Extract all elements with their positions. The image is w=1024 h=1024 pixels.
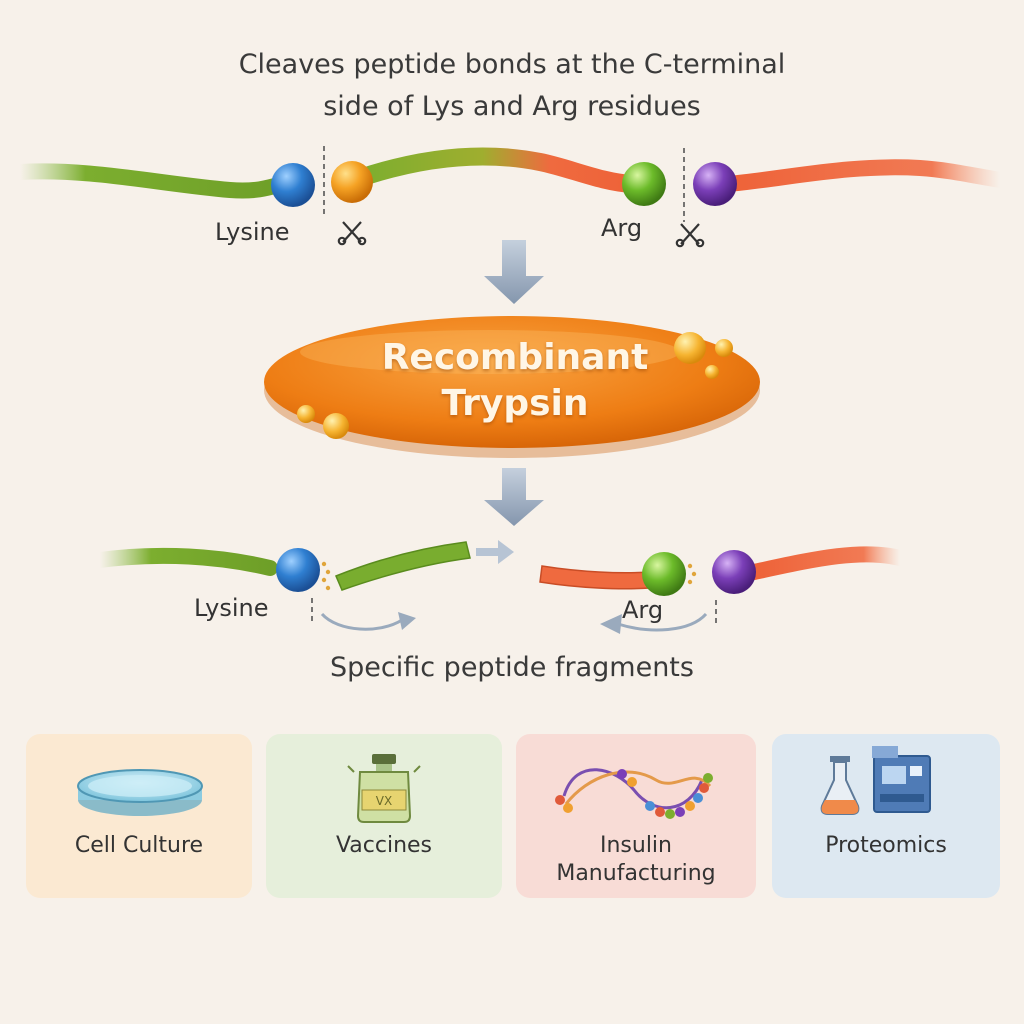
card-proteomics: Proteomics (772, 734, 1000, 898)
lysine-residue (271, 163, 315, 207)
arg-residue (642, 552, 686, 596)
fragment-green-left (92, 547, 278, 576)
card-label: Proteomics (825, 833, 947, 858)
curved-arrow-icon (320, 612, 416, 631)
lysine-label-bottom: Lysine (194, 594, 269, 622)
arg-label-bottom: Arg (622, 596, 664, 624)
right-arrow-icon (476, 540, 514, 564)
fragment-red-right (746, 546, 908, 580)
arg-label-top: Arg (601, 214, 643, 242)
residue-orange (331, 161, 373, 203)
down-arrow-icon (484, 240, 544, 304)
residue-purple (693, 162, 737, 206)
chain-segment-right (720, 159, 1008, 192)
caption-cleavage-rule: Cleaves peptide bonds at the C-terminal … (238, 49, 786, 122)
fragment-red-cut (539, 565, 651, 590)
card-vaccines: Vaccines (266, 734, 502, 898)
down-arrow-icon (484, 468, 544, 526)
scissors-icon (675, 223, 705, 248)
residue-purple (712, 550, 756, 594)
card-insulin-manufacturing: Insulin Manufacturing (516, 734, 756, 898)
lysine-label-top: Lysine (215, 218, 290, 246)
enzyme-label: Recombinant Trypsin (381, 337, 649, 424)
chain-segment-middle (351, 147, 641, 193)
card-label: Vaccines (335, 833, 433, 858)
arg-residue (622, 162, 666, 206)
lysine-residue (276, 548, 320, 592)
card-cell-culture: Cell Culture (26, 734, 252, 898)
peptide-chain-top (12, 146, 1008, 248)
scissors-icon (337, 221, 367, 246)
bond-dots (321, 561, 697, 591)
fragment-green-cut (335, 541, 471, 591)
caption-fragments: Specific peptide fragments (330, 652, 694, 683)
card-label: Cell Culture (74, 833, 204, 858)
card-label: Insulin Manufacturing (556, 833, 716, 886)
chain-segment-left (12, 163, 290, 199)
